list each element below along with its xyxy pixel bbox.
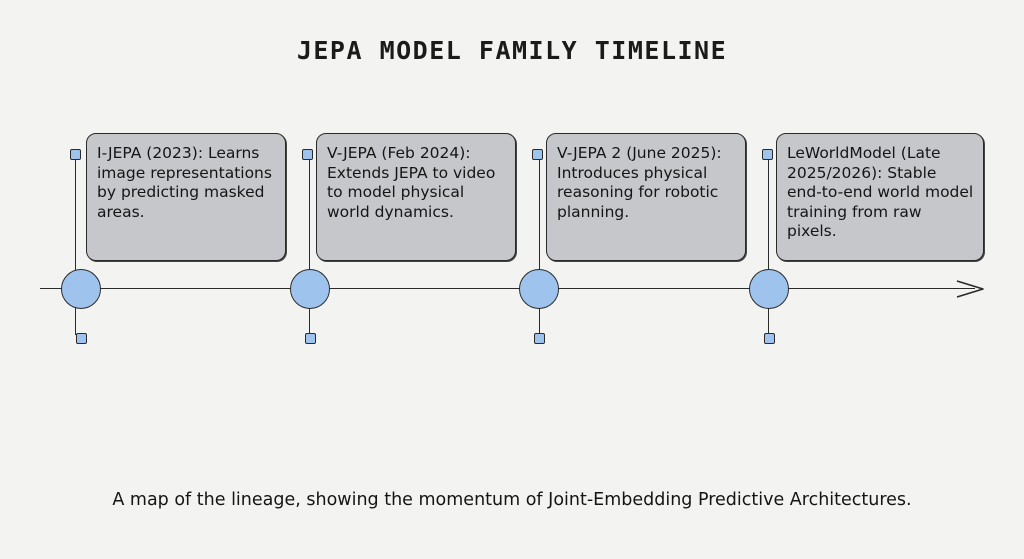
event-stem-2 xyxy=(309,155,310,335)
event-top-marker-4 xyxy=(762,149,773,160)
event-top-marker-3 xyxy=(532,149,543,160)
event-bottom-marker-2 xyxy=(305,333,316,344)
event-bottom-marker-1 xyxy=(76,333,87,344)
timeline-node-2 xyxy=(290,269,330,309)
event-top-marker-2 xyxy=(302,149,313,160)
event-card-2: V-JEPA (Feb 2024): Extends JEPA to video… xyxy=(316,133,516,261)
timeline-arrowhead-icon xyxy=(956,280,984,298)
diagram-caption: A map of the lineage, showing the moment… xyxy=(112,490,912,510)
timeline-axis xyxy=(40,288,975,289)
event-card-3: V-JEPA 2 (June 2025): Introduces physica… xyxy=(546,133,746,261)
event-stem-1 xyxy=(75,155,76,335)
event-stem-4 xyxy=(768,155,769,335)
timeline-node-4 xyxy=(749,269,789,309)
event-top-marker-1 xyxy=(70,149,81,160)
timeline-node-3 xyxy=(519,269,559,309)
event-bottom-marker-4 xyxy=(764,333,775,344)
event-stem-3 xyxy=(539,155,540,335)
event-bottom-marker-3 xyxy=(534,333,545,344)
event-card-4: LeWorldModel (Late 2025/2026): Stable en… xyxy=(776,133,984,261)
event-card-1: I-JEPA (2023): Learns image representati… xyxy=(86,133,286,261)
timeline-node-1 xyxy=(61,269,101,309)
diagram-title: JEPA MODEL FAMILY TIMELINE xyxy=(296,36,728,65)
